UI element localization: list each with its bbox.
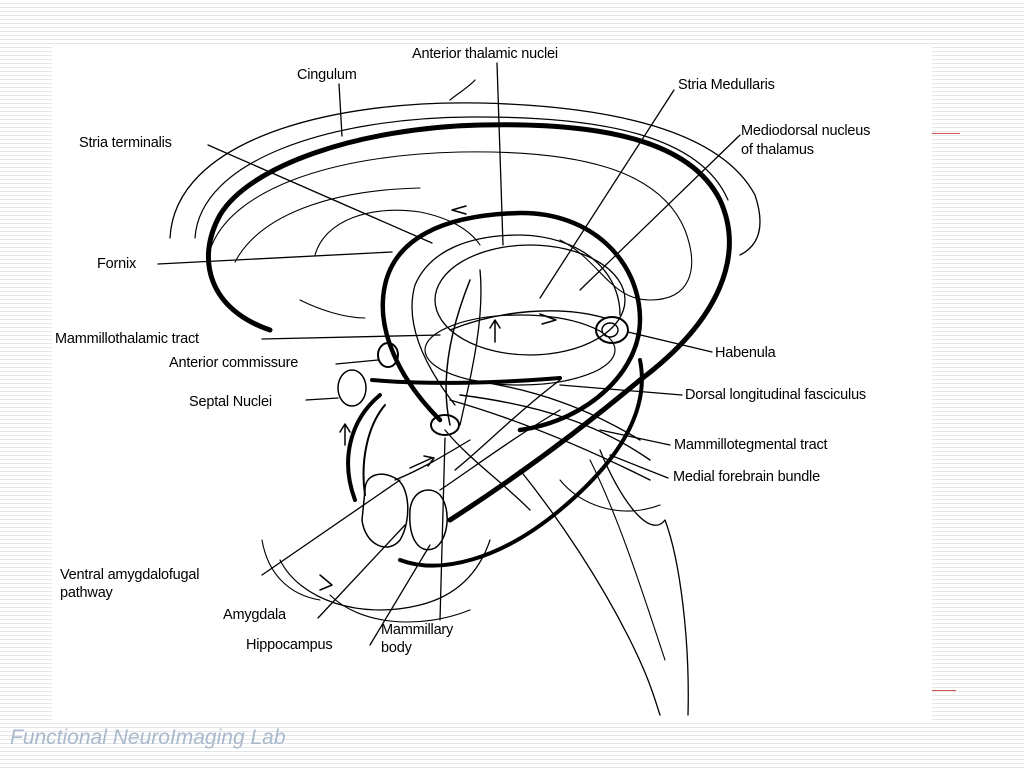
habenula-inner — [601, 322, 619, 338]
ventral-hippocampal-arc — [398, 358, 644, 568]
medial-forebrain-bundle — [449, 399, 651, 481]
label-hippocampus: Hippocampus — [246, 637, 333, 653]
label-mammillothalamic-tract: Mammillothalamic tract — [55, 331, 199, 347]
label-anterior-thalamic-nuclei: Anterior thalamic nuclei — [412, 46, 558, 62]
label-cingulum: Cingulum — [297, 67, 357, 83]
label-habenula: Habenula — [715, 345, 776, 361]
label-dorsal-longitudinal-fasciculus: Dorsal longitudinal fasciculus — [685, 387, 866, 403]
temporal-lobe-lower — [329, 594, 471, 623]
cortex-arc-top — [449, 79, 476, 101]
septal-bundle-2 — [362, 404, 386, 496]
cingulum-bundle — [205, 122, 732, 523]
brainstem-tract — [589, 459, 666, 661]
fiber-1 — [439, 409, 561, 491]
anterior-commissure-band — [370, 376, 562, 385]
limbic-contour-3 — [314, 209, 481, 256]
label-medial-forebrain-bundle: Medial forebrain bundle — [673, 469, 820, 485]
label-mammillotegmental-tract: Mammillotegmental tract — [674, 437, 828, 453]
septal-nuclei-shape — [337, 369, 367, 407]
hippocampus-shape — [409, 489, 448, 551]
thalamus-lower — [424, 314, 616, 386]
label-anterior-commissure: Anterior commissure — [169, 355, 299, 371]
arrow-temporal — [319, 574, 333, 591]
ventral-amygdalofugal-fiber — [394, 439, 471, 481]
mammillothalamic-fiber — [445, 279, 471, 426]
label-ventral-amygdalofugal-line2: pathway — [60, 585, 113, 601]
brainstem-back — [599, 449, 689, 716]
label-septal-nuclei: Septal Nuclei — [189, 394, 272, 410]
septal-bundle — [346, 393, 382, 502]
label-mammillary-body-line2: body — [381, 640, 412, 656]
limbic-contour-2 — [234, 187, 421, 263]
label-ventral-amygdalofugal-line1: Ventral amygdalofugal — [60, 567, 200, 583]
label-mediodorsal-nucleus-line2: of thalamus — [741, 142, 814, 158]
brainstem-front — [519, 469, 661, 716]
anterior-commissure-shape — [377, 342, 399, 368]
stria-medullaris-line — [449, 310, 606, 331]
mammillotegmental-tract — [459, 394, 651, 461]
cingulate-gyrus-outline — [194, 116, 729, 239]
fornix-inner — [411, 234, 621, 406]
accent-mark-bottom — [932, 690, 956, 691]
label-stria-terminalis: Stria terminalis — [79, 135, 172, 151]
amygdala-shape — [361, 473, 409, 548]
outer-cortex-outline — [169, 102, 761, 256]
arrow-ventral — [409, 455, 435, 469]
leader-lines — [157, 62, 741, 646]
mammillothalamic-fiber-2 — [459, 269, 482, 426]
dorsal-longitudinal-fasciculus — [469, 379, 641, 441]
temporal-edge — [261, 539, 321, 601]
arrow-fornix — [451, 205, 467, 215]
cerebellum-contour — [559, 479, 661, 512]
fiber-3 — [444, 429, 531, 511]
label-stria-medullaris: Stria Medullaris — [678, 77, 775, 93]
temporal-lobe-contour — [279, 539, 491, 611]
arrow-septal — [339, 423, 351, 446]
habenula-nucleus — [595, 316, 629, 344]
label-mediodorsal-nucleus-line1: Mediodorsal nucleus — [741, 123, 871, 139]
label-mammillary-body-line1: Mammillary — [381, 622, 454, 638]
mammillary-body-shape — [430, 414, 460, 436]
fornix-arch — [380, 210, 643, 433]
thalamus-outline — [434, 244, 626, 356]
label-amygdala: Amygdala — [223, 607, 286, 623]
limbic-contour-1 — [209, 151, 693, 301]
fiber-2 — [454, 379, 561, 471]
footer-lab-name: Functional NeuroImaging Lab — [10, 726, 286, 749]
arrow-thalamus — [489, 319, 501, 343]
label-fornix: Fornix — [97, 256, 137, 272]
arrow-stria — [539, 313, 557, 325]
accent-mark-top — [932, 133, 960, 134]
limbic-contour-4 — [299, 299, 366, 319]
